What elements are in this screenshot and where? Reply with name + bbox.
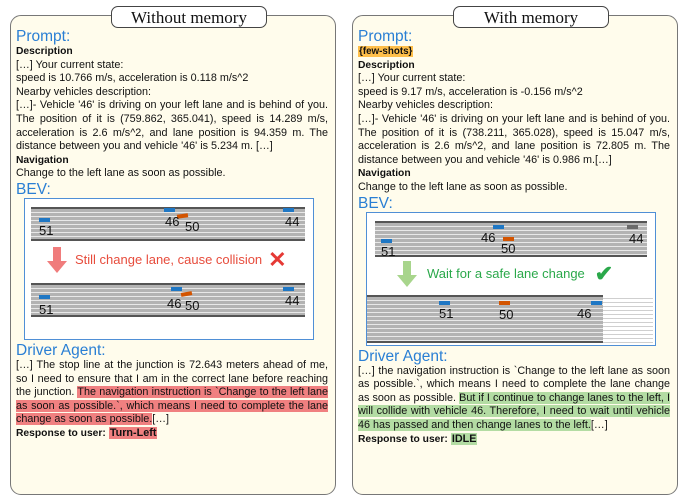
prompt-heading: Prompt:	[16, 28, 71, 45]
agent-text: […] The stop line at the junction is 72.…	[16, 358, 328, 399]
bev-heading: BEV:	[16, 180, 51, 198]
vehicle-51-top	[39, 217, 50, 222]
bev-figure: 51 46 50 44 Still change lane, cause col…	[24, 197, 314, 340]
vehicle-label: 50	[501, 240, 516, 256]
response-row: Response to user: IDLE	[358, 432, 670, 447]
road-top	[375, 220, 647, 257]
transition-row: Wait for a safe lane change ✔	[367, 259, 655, 289]
road-bottom	[31, 282, 305, 317]
vehicle-51-bottom	[39, 294, 50, 299]
navigation-text: Change to the left lane as soon as possi…	[358, 180, 568, 193]
panel-title: Without memory	[111, 6, 267, 28]
vehicle-label: 51	[439, 305, 454, 321]
vehicle-51-bottom	[439, 300, 450, 305]
vehicle-46-top	[164, 207, 175, 212]
nearby-line: Nearby vehicles description:	[16, 85, 152, 98]
transition-text: Wait for a safe lane change	[427, 265, 585, 281]
vehicle-51-top	[381, 238, 392, 243]
vehicle-46-bottom	[591, 300, 602, 305]
description-label: Description	[358, 59, 415, 71]
vehicle-label: 46	[577, 305, 592, 321]
navigation-label: Navigation	[358, 168, 411, 180]
vehicle-label: 44	[629, 230, 644, 246]
agent-text: […] the navigation instruction is `Chang…	[358, 364, 670, 404]
response-value: IDLE	[450, 432, 478, 445]
vehicle-description: […]- Vehicle '46' is driving on your lef…	[16, 99, 328, 153]
transition-row: Still change lane, cause collision ✕	[25, 245, 313, 275]
response-label: Response to user:	[16, 427, 106, 439]
state-line: […] Your current state:	[16, 58, 124, 71]
down-arrow-icon	[47, 246, 67, 273]
bev-heading: BEV:	[358, 194, 393, 212]
vehicle-label: 51	[381, 243, 396, 259]
vehicle-label: 51	[39, 301, 54, 317]
vehicle-description: […]- Vehicle '46' is driving on your lef…	[358, 112, 670, 166]
cross-icon: ✕	[268, 247, 287, 273]
road-bottom	[367, 294, 603, 343]
ego-vehicle-50-bottom	[499, 300, 510, 305]
vehicle-44-top	[627, 224, 638, 229]
agent-tail: […]	[152, 413, 170, 426]
down-arrow-icon	[397, 260, 417, 287]
without-memory-panel: Without memory Prompt: Description […] Y…	[10, 6, 336, 495]
ego-vehicle-50-top	[503, 236, 514, 241]
vehicle-44-bottom	[283, 286, 294, 291]
description-label: Description	[16, 46, 73, 57]
agent-tail: […]	[590, 418, 608, 431]
agent-reasoning: […] The stop line at the junction is 72.…	[16, 359, 328, 427]
response-label: Response to user:	[358, 433, 448, 445]
panel-title: With memory	[453, 6, 609, 28]
navigation-text: Change to the left lane as soon as possi…	[16, 167, 226, 180]
navigation-label: Navigation	[16, 154, 69, 166]
response-row: Response to user: Turn-Left	[16, 426, 328, 441]
vehicle-label: 50	[185, 297, 200, 313]
response-value: Turn-Left	[108, 426, 158, 439]
vehicle-44-top	[283, 207, 294, 212]
speed-line: speed is 9.17 m/s, acceleration is -0.15…	[358, 85, 583, 98]
vehicle-label: 46	[481, 229, 496, 245]
with-memory-panel: With memory Prompt: {few-shots} Descript…	[352, 6, 678, 495]
driver-agent-heading: Driver Agent:	[16, 341, 106, 359]
vehicle-label: 50	[185, 218, 200, 234]
road-end-lanes	[603, 294, 653, 343]
vehicle-46-bottom	[171, 286, 182, 291]
nearby-line: Nearby vehicles description:	[358, 99, 494, 112]
vehicle-label: 46	[167, 295, 182, 311]
prompt-heading: Prompt:	[358, 28, 413, 45]
driver-agent-heading: Driver Agent:	[358, 347, 448, 365]
vehicle-label: 46	[165, 213, 180, 229]
state-line: […] Your current state:	[358, 72, 466, 85]
speed-line: speed is 10.766 m/s, acceleration is 0.1…	[16, 72, 249, 85]
fewshots-badge: {few-shots}	[358, 46, 414, 57]
transition-text: Still change lane, cause collision	[75, 252, 263, 268]
agent-reasoning: […] the navigation instruction is `Chang…	[358, 365, 670, 433]
bev-figure: 51 46 50 44 Wait for a safe lane change …	[366, 211, 656, 346]
vehicle-label: 50	[499, 306, 514, 322]
road-top	[31, 206, 305, 241]
vehicle-label: 44	[285, 292, 300, 308]
fewshots-row: {few-shots}	[358, 45, 670, 59]
vehicle-label: 51	[39, 222, 54, 238]
check-icon: ✔	[594, 260, 614, 286]
vehicle-46-top	[493, 224, 504, 229]
vehicle-label: 44	[285, 213, 300, 229]
